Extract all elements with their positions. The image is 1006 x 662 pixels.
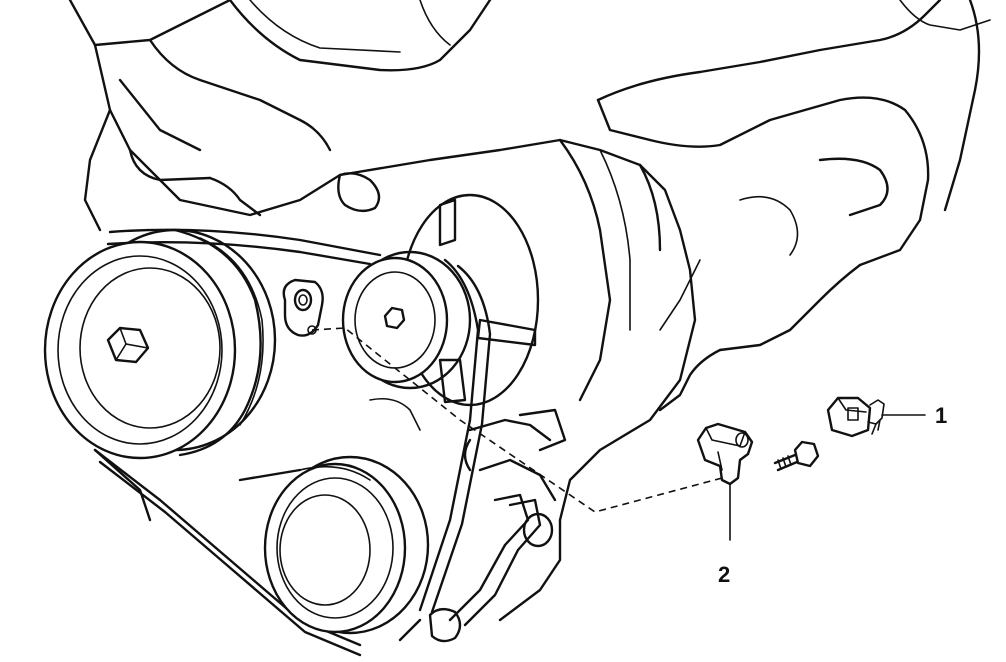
callout-1-label: 1 — [935, 403, 947, 428]
lower-pulley — [263, 455, 430, 635]
harness-pipes — [448, 408, 567, 627]
mounting-bolt-part — [773, 440, 820, 472]
crankshaft-pulley — [43, 228, 277, 460]
idler-bolt-hex-icon — [383, 306, 406, 330]
lower-engine-edge — [93, 397, 421, 522]
timing-cover — [338, 138, 697, 522]
callout-2-label: 2 — [718, 562, 730, 587]
connector-part — [826, 396, 885, 438]
lower-bolt — [398, 607, 462, 643]
sensor-mount-boss — [282, 278, 324, 337]
idler-pulley — [341, 250, 472, 390]
install-leader-line — [311, 327, 723, 513]
position-sensor-part — [696, 422, 754, 486]
right-engine-body — [596, 0, 991, 412]
engine-block-outline — [68, 0, 492, 232]
